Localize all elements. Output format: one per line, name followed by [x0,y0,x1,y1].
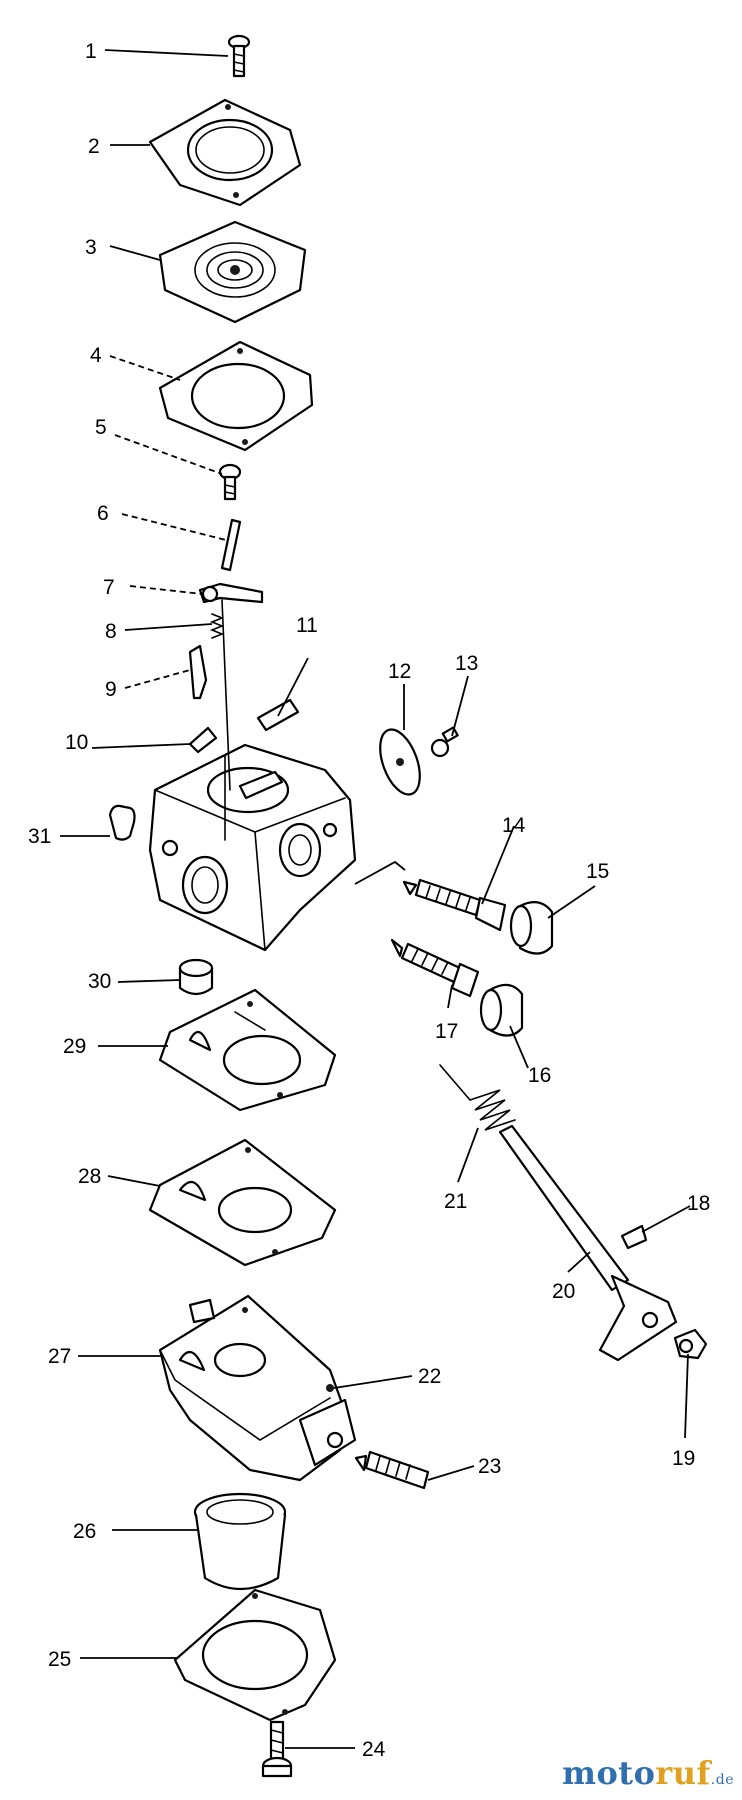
part-6-pin [220,518,242,572]
callout-13: 13 [455,652,478,675]
leader-15 [547,885,596,919]
callout-8: 8 [105,620,117,643]
callout-16: 16 [528,1064,551,1087]
callout-20: 20 [552,1280,575,1303]
callout-24: 24 [362,1738,386,1761]
part-4-gasket [158,340,314,452]
part-21-spring [439,1064,516,1131]
part-10-clip [188,726,218,754]
callout-5: 5 [95,416,107,439]
callout-23: 23 [478,1455,501,1478]
leader-lines [60,49,691,1749]
callout-17: 17 [435,1020,458,1043]
callout-18: 18 [687,1192,710,1215]
leader-22 [333,1375,413,1389]
part-14-needle-screw [402,878,507,932]
callout-7: 7 [103,576,115,599]
part-9-needle [188,644,208,700]
callout-4: 4 [90,344,102,367]
leader-18 [641,1205,691,1233]
callout-27: 27 [48,1345,71,1368]
part-19-screw [673,1328,708,1360]
callout-10: 10 [65,731,88,754]
callout-30: 30 [88,970,111,993]
leader-6 [121,513,227,541]
part-26-cup [193,1492,287,1591]
part-29-gasket [158,988,337,1112]
part-5-screw [218,463,242,501]
callout-15: 15 [586,860,609,883]
part-7-lever [198,582,264,604]
leader-5 [114,434,223,475]
callout-11: 11 [296,614,318,637]
leader-20 [567,1251,591,1273]
leader-23 [427,1465,475,1481]
part-15-cap [509,901,554,955]
callout-14: 14 [502,814,526,837]
part-23-screw [354,1450,430,1490]
part-28-plate [148,1138,337,1267]
leader-14 [481,825,515,905]
part-24-screw [261,1720,293,1778]
motoruf-watermark-logo: motoruf.de [562,1754,734,1792]
callout-21: 21 [444,1190,467,1213]
callout-2: 2 [88,135,100,158]
watermark-tld: .de [710,1772,734,1788]
leader-21 [457,1127,479,1183]
leader-17 [447,984,453,1009]
leader-9 [124,669,191,689]
connector-line [354,860,406,885]
leader-1 [104,49,229,57]
leader-11 [277,657,309,717]
part-3-diaphragm [158,220,307,324]
part-27-lower-body [158,1294,357,1482]
leader-4 [109,355,181,381]
part-30-cap [178,958,214,996]
leader-16 [509,1025,529,1069]
leader-13 [451,675,469,737]
part-31-plug [108,804,136,841]
callout-9: 9 [105,678,117,701]
carburetor-body [148,743,357,952]
callout-29: 29 [63,1035,86,1058]
callout-3: 3 [85,236,97,259]
part-16-cap [479,983,524,1037]
callout-labels: 1 2 3 4 5 6 7 8 9 10 11 12 13 14 15 16 1… [28,40,710,1761]
leader-28 [107,1175,161,1187]
watermark-part1: moto [562,1754,656,1792]
watermark-part2: ruf [655,1754,711,1792]
part-17-needle-screw [390,938,480,998]
part-12-throttle-plate [379,728,421,796]
part-1-screw [227,34,251,78]
leader-7 [129,585,203,595]
part-22-pin [326,1384,334,1392]
part-2-cover-plate [148,98,302,207]
callout-31: 31 [28,825,51,848]
callout-28: 28 [78,1165,101,1188]
throttle-shaft [221,599,231,791]
callout-26: 26 [73,1520,96,1543]
leader-19 [684,1353,689,1439]
callout-25: 25 [48,1648,71,1671]
callout-1: 1 [85,40,97,63]
part-18-clip [620,1224,648,1250]
part-20-lever [498,1124,678,1362]
callout-19: 19 [672,1447,695,1470]
callout-12: 12 [388,660,411,683]
part-8-spring [209,613,225,639]
leader-3 [109,245,161,261]
leader-8 [124,623,213,631]
part-25-gasket [173,1588,337,1722]
leader-30 [117,979,181,983]
callout-22: 22 [418,1365,441,1388]
callout-6: 6 [97,502,109,525]
leader-10 [91,743,191,749]
